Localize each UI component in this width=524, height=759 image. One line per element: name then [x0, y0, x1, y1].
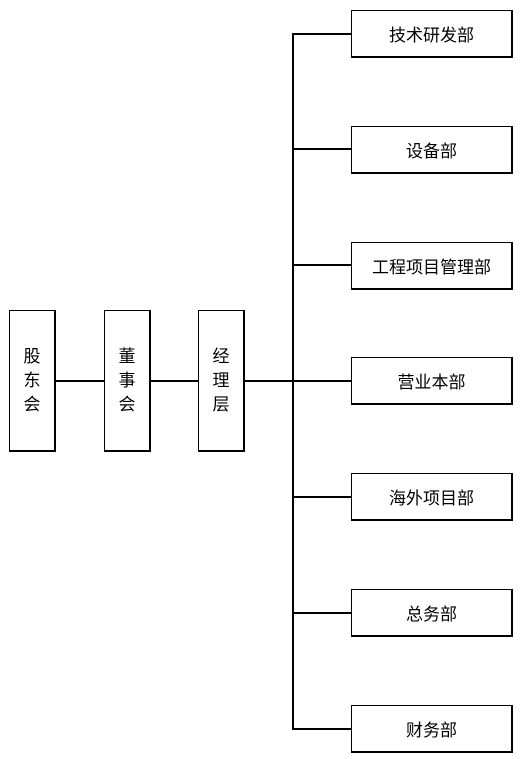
- shareholders-meeting-box: 股东会: [9, 310, 56, 452]
- department-label-project-management: 工程项目管理部: [372, 258, 491, 278]
- branch-line-4: [292, 380, 352, 382]
- branch-line-7: [292, 728, 352, 730]
- branch-line-3: [292, 264, 352, 266]
- department-box-finance: 财务部: [351, 705, 513, 753]
- management-box: 经理层: [198, 310, 245, 452]
- branch-line-6: [292, 612, 352, 614]
- department-box-project-management: 工程项目管理部: [351, 242, 513, 290]
- department-label-overseas-projects: 海外项目部: [389, 489, 474, 509]
- connector-shareholders-board: [56, 380, 104, 382]
- department-label-general-affairs: 总务部: [406, 605, 457, 625]
- branch-line-2: [292, 148, 352, 150]
- management-label: 经理层: [212, 346, 230, 415]
- board-of-directors-label: 董事会: [118, 346, 136, 415]
- branch-line-1: [292, 33, 352, 35]
- department-label-equipment: 设备部: [406, 142, 457, 162]
- department-label-rd: 技术研发部: [389, 26, 474, 46]
- department-box-overseas-projects: 海外项目部: [351, 473, 513, 521]
- shareholders-meeting-label: 股东会: [23, 346, 41, 415]
- branch-line-5: [292, 496, 352, 498]
- department-box-rd: 技术研发部: [351, 10, 513, 58]
- connector-board-management: [151, 380, 199, 382]
- connector-management-trunk: [245, 380, 293, 382]
- department-box-equipment: 设备部: [351, 126, 513, 174]
- department-box-general-affairs: 总务部: [351, 589, 513, 637]
- department-label-finance: 财务部: [406, 721, 457, 741]
- board-of-directors-box: 董事会: [104, 310, 151, 452]
- department-label-sales-hq: 营业本部: [397, 373, 466, 393]
- department-box-sales-hq: 营业本部: [351, 357, 513, 405]
